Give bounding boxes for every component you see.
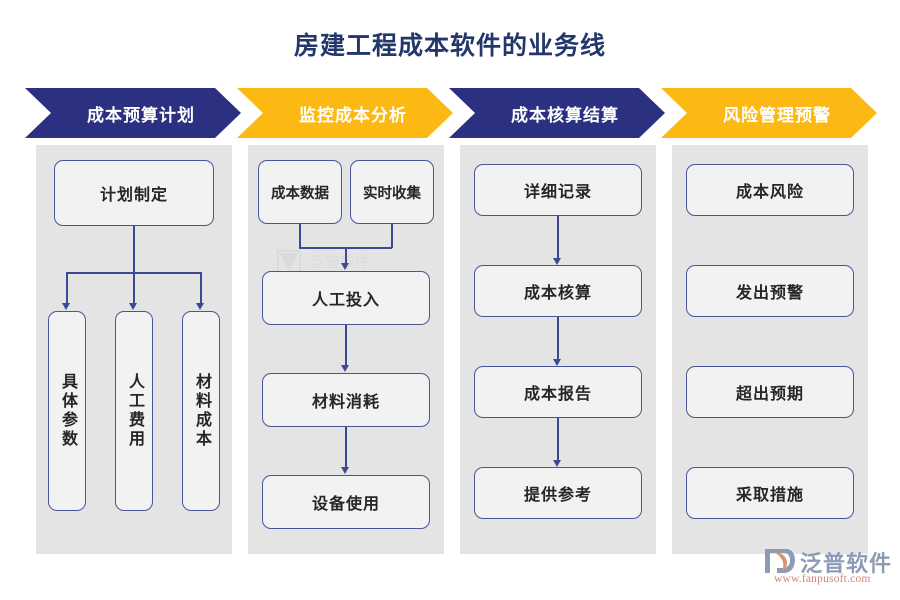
node-equipment-use[interactable]: 设备使用 <box>262 475 430 529</box>
panel-monitoring-cost-analysis: 泛普软件 FANPU SOFTWARE 成本数据 实时收集 人工投入 材料消耗 <box>248 145 444 554</box>
node-label: 实时收集 <box>363 185 421 202</box>
node-label: 成本核算 <box>523 285 592 302</box>
node-provide-reference[interactable]: 提供参考 <box>474 467 642 519</box>
banner-label: 成本预算计划 <box>87 105 195 125</box>
node-label: 材料消耗 <box>311 394 380 411</box>
column-monitoring-cost-analysis: 监控成本分析 泛普软件 FANPU SOFTWARE 成本数据 实时收集 <box>237 88 453 554</box>
arrow-head-to-provide-reference <box>552 460 561 467</box>
connector-labor-to-material <box>345 325 347 367</box>
node-take-measures[interactable]: 采取措施 <box>686 467 854 519</box>
arrow-head-to-labor-input <box>340 263 349 270</box>
node-label: 成本风险 <box>735 184 804 201</box>
node-label: 详细记录 <box>523 184 592 201</box>
column-cost-budget-plan: 成本预算计划 计划制定 具体参数 人工费用 材料成本 <box>25 88 241 554</box>
arrow-head-center <box>128 303 137 310</box>
node-label: 成本报告 <box>523 386 592 403</box>
connector-branch-left <box>66 272 68 305</box>
node-label: 提供参考 <box>523 487 592 504</box>
node-label: 采取措施 <box>735 487 804 504</box>
connector-merge-right-down <box>391 224 393 248</box>
column-risk-management-warning: 风险管理预警 成本风险 发出预警 超出预期 采取措施 <box>661 88 877 554</box>
panel-cost-budget-plan: 计划制定 具体参数 人工费用 材料成本 <box>36 145 232 554</box>
node-labor-input[interactable]: 人工投入 <box>262 271 430 325</box>
arrow-head-right <box>195 303 204 310</box>
node-issue-warning[interactable]: 发出预警 <box>686 265 854 317</box>
node-label: 材料成本 <box>193 373 210 449</box>
arrow-head-to-cost-report <box>552 359 561 366</box>
arrow-head-left <box>61 303 70 310</box>
connector-accounting-to-report <box>557 317 559 361</box>
arrow-head-to-equipment-use <box>340 467 349 474</box>
connector-report-to-reference <box>557 418 559 462</box>
fanpu-logo-url: www.fanpusoft.com <box>774 573 871 585</box>
banner-monitoring-cost-analysis[interactable]: 监控成本分析 <box>237 88 453 138</box>
banner-cost-accounting-settlement[interactable]: 成本核算结算 <box>449 88 665 138</box>
banner-label: 风险管理预警 <box>723 105 831 125</box>
panel-cost-accounting-settlement: 详细记录 成本核算 成本报告 提供参考 <box>460 145 656 554</box>
arrow-head-to-cost-accounting <box>552 258 561 265</box>
connector-record-to-accounting <box>557 216 559 260</box>
arrow-head-to-material-consumption <box>340 365 349 372</box>
banner-cost-budget-plan[interactable]: 成本预算计划 <box>25 88 241 138</box>
node-realtime-collection[interactable]: 实时收集 <box>350 160 434 224</box>
connector-merge-center-down <box>345 247 347 265</box>
fanpu-logo-icon <box>765 549 795 573</box>
node-label: 具体参数 <box>59 373 76 449</box>
node-label: 人工投入 <box>311 292 380 309</box>
fanpu-logo: 泛普软件 www.fanpusoft.com <box>762 546 892 592</box>
node-detailed-record[interactable]: 详细记录 <box>474 164 642 216</box>
node-material-cost[interactable]: 材料成本 <box>182 311 220 511</box>
banner-label: 监控成本分析 <box>299 105 407 125</box>
node-cost-report[interactable]: 成本报告 <box>474 366 642 418</box>
node-plan-formulation[interactable]: 计划制定 <box>54 160 214 226</box>
connector-merge-left-down <box>299 224 301 248</box>
column-cost-accounting-settlement: 成本核算结算 详细记录 成本核算 成本报告 提供参考 <box>449 88 665 554</box>
node-label: 发出预警 <box>735 285 804 302</box>
node-material-consumption[interactable]: 材料消耗 <box>262 373 430 427</box>
node-label: 计划制定 <box>99 187 168 204</box>
fanpu-logo-text: 泛普软件 <box>800 551 893 576</box>
node-specific-parameters[interactable]: 具体参数 <box>48 311 86 511</box>
panel-risk-management-warning: 成本风险 发出预警 超出预期 采取措施 <box>672 145 868 554</box>
node-label: 超出预期 <box>735 386 804 403</box>
banner-risk-management-warning[interactable]: 风险管理预警 <box>661 88 877 138</box>
connector-branch-center <box>133 272 135 305</box>
node-label: 人工费用 <box>126 373 143 449</box>
node-cost-data[interactable]: 成本数据 <box>258 160 342 224</box>
node-cost-accounting[interactable]: 成本核算 <box>474 265 642 317</box>
banner-label: 成本核算结算 <box>511 105 619 125</box>
connector-trunk-vertical <box>133 226 135 273</box>
connector-branch-right <box>200 272 202 305</box>
node-labor-expense[interactable]: 人工费用 <box>115 311 153 511</box>
connector-material-to-equipment <box>345 427 347 469</box>
node-cost-risk[interactable]: 成本风险 <box>686 164 854 216</box>
business-line-diagram: 成本预算计划 计划制定 具体参数 人工费用 材料成本 <box>0 88 900 558</box>
node-exceed-expectation[interactable]: 超出预期 <box>686 366 854 418</box>
page-title: 房建工程成本软件的业务线 <box>293 32 606 60</box>
node-label: 成本数据 <box>271 185 329 202</box>
node-label: 设备使用 <box>311 496 380 513</box>
